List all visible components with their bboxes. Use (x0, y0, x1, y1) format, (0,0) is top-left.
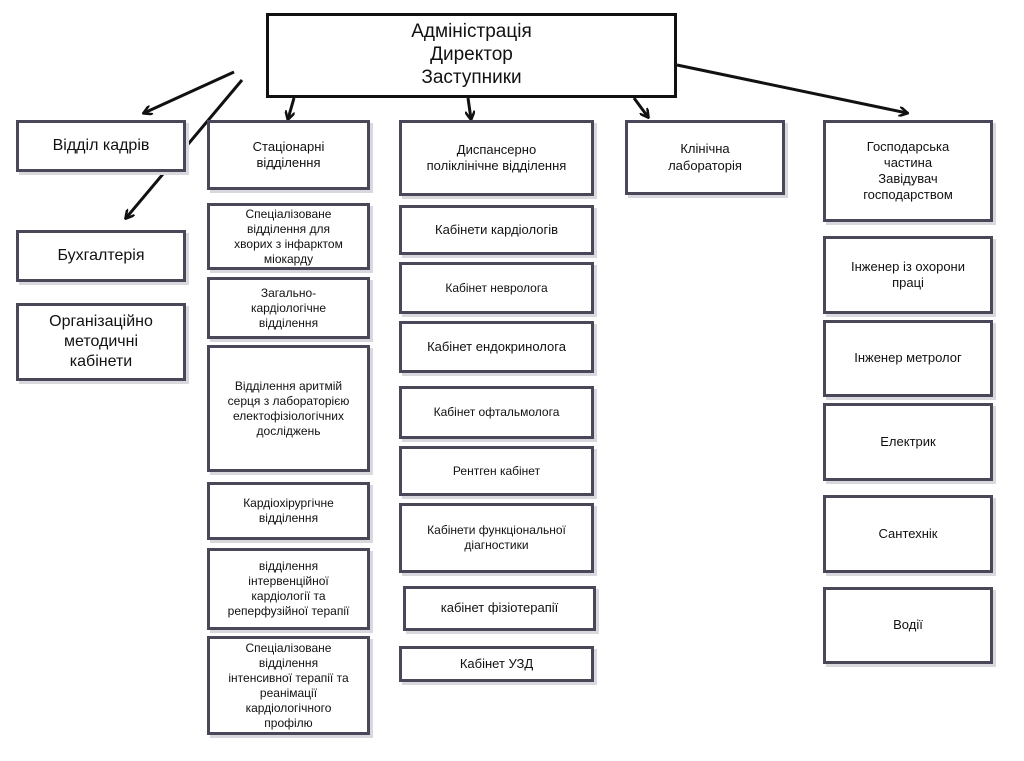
inpatient-item: Спеціалізоване відділення інтенсивної те… (207, 636, 370, 735)
outpatient-item: кабінет фізіотерапії (403, 586, 596, 631)
inpatient-item: Загально- кардіологічне відділення (207, 277, 370, 339)
arrow-to-lab (632, 97, 648, 117)
outpatient-item: Кабінети функціональної діагностики (399, 503, 594, 573)
household-item: Інженер метролог (823, 320, 993, 397)
inpatient-item: відділення інтервенційної кардіології та… (207, 548, 370, 630)
outpatient-item: Рентген кабінет (399, 446, 594, 496)
arrow-to-outpatient (468, 97, 471, 119)
inpatient-header-box: Стаціонарні відділення (207, 120, 370, 190)
outpatient-item: Кабінет ендокринолога (399, 321, 594, 373)
household-item: Водії (823, 587, 993, 664)
clinical-lab-box: Клінічна лабораторія (625, 120, 785, 195)
methodical-cabinets-box: Організаційно методичні кабінети (16, 303, 186, 381)
outpatient-item: Кабінет офтальмолога (399, 386, 594, 439)
outpatient-item: Кабінети кардіологів (399, 205, 594, 255)
outpatient-header-box: Диспансерно поліклінічне відділення (399, 120, 594, 196)
arrow-to-household (676, 63, 907, 113)
accounting-box: Бухгалтерія (16, 230, 186, 282)
household-header-box: Господарська частина Завідувач господарс… (823, 120, 993, 222)
admin-box: Адміністрація Директор Заступники (266, 13, 677, 98)
outpatient-item: Кабінет невролога (399, 262, 594, 314)
inpatient-item: Кардіохірургічне відділення (207, 482, 370, 540)
hr-department-box: Відділ кадрів (16, 120, 186, 172)
household-item: Сантехнік (823, 495, 993, 573)
arrow-to-inpatient (288, 97, 296, 119)
household-item: Електрик (823, 403, 993, 481)
outpatient-item: Кабінет УЗД (399, 646, 594, 682)
arrow-to-hr (144, 70, 235, 113)
inpatient-item: Відділення аритмій серця з лабораторією … (207, 345, 370, 472)
household-item: Інженер із охорони праці (823, 236, 993, 314)
inpatient-item: Спеціалізоване відділення для хворих з і… (207, 203, 370, 270)
